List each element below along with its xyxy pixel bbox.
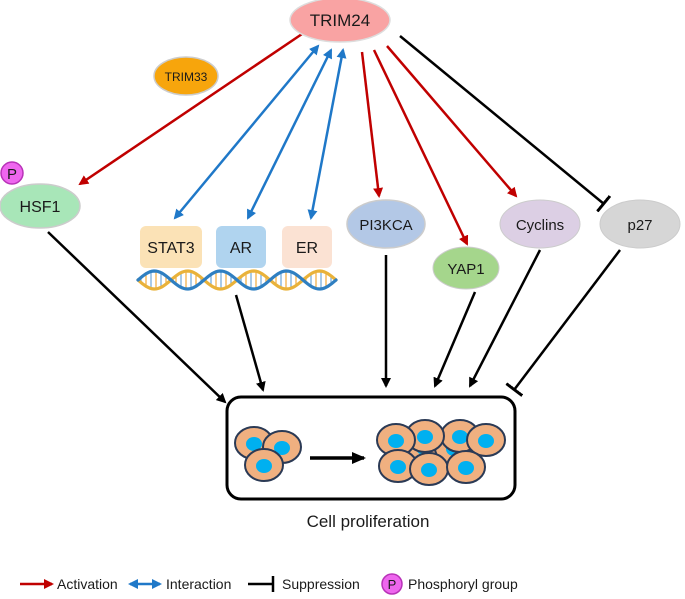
legend-item-activation: Activation [20, 576, 118, 592]
node-ar-shape [216, 226, 266, 268]
phosphoryl-badge [0, 161, 24, 185]
node-trim24[interactable]: TRIM24 [289, 0, 391, 43]
edge-trim24-p27 [399, 35, 612, 213]
edge-trim24-er [307, 48, 347, 220]
edge-cyclins-proliferation [468, 249, 542, 388]
cells-before-icon [234, 426, 302, 482]
cell-nucleus [246, 437, 262, 451]
cell-nucleus [390, 460, 406, 474]
cell-nucleus [256, 459, 272, 473]
node-trim33[interactable]: TRIM33 [153, 56, 219, 96]
legend-activation-label: Activation [57, 576, 118, 592]
dna-strand [136, 269, 338, 291]
phosphoryl-badge-label: P [7, 166, 17, 183]
legend-phosphoryl-icon [381, 573, 403, 595]
legend-suppression-label: Suppression [282, 576, 360, 592]
node-er-label: ER [296, 240, 318, 257]
node-ar[interactable]: AR [216, 226, 266, 268]
edge-ar-proliferation [234, 294, 266, 392]
node-pi3kca-shape [346, 199, 426, 249]
edges-to-proliferation [47, 231, 621, 404]
node-cyclins-shape [499, 199, 581, 249]
legend-item-phosphoryl: P Phosphoryl group [381, 573, 518, 595]
cell-icon [446, 450, 486, 484]
edge-trim24-pi3kca [360, 51, 384, 198]
edge-trim24-ar [246, 48, 333, 220]
node-trim24-shape [289, 0, 391, 43]
node-er-shape [282, 226, 332, 268]
legend-item-interaction: Interaction [128, 576, 231, 592]
node-hsf1-shape [0, 183, 81, 229]
cell-icon [466, 423, 506, 457]
node-er[interactable]: ER [282, 226, 332, 268]
dna-helix-icon [136, 269, 338, 291]
cell-nucleus [274, 441, 290, 455]
cells-after-icon [376, 419, 506, 486]
edge-yap1-proliferation [433, 291, 477, 388]
node-yap1[interactable]: YAP1 [432, 246, 500, 290]
node-pi3kca[interactable]: PI3KCA [346, 199, 426, 249]
edges-from-trim24 [78, 32, 612, 246]
node-trim33-label: TRIM33 [165, 70, 208, 84]
node-p27[interactable]: p27 [599, 199, 681, 249]
node-cyclins-label: Cyclins [516, 217, 564, 234]
node-cyclins[interactable]: Cyclins [499, 199, 581, 249]
edge-p27-proliferation [505, 249, 621, 397]
node-stat3-shape [140, 226, 202, 268]
cell-nucleus [452, 430, 468, 444]
cell-nucleus [417, 430, 433, 444]
cell-proliferation-panel[interactable]: Cell proliferation [225, 395, 517, 531]
cell-nucleus [478, 434, 494, 448]
cell-icon [405, 419, 445, 453]
legend-phosphoryl-symbol: P [388, 577, 397, 592]
cell-icon [376, 423, 416, 457]
cell-nucleus [388, 434, 404, 448]
node-yap1-shape [432, 246, 500, 290]
cell-nucleus [421, 463, 437, 477]
node-pi3kca-label: PI3KCA [359, 217, 412, 234]
node-p27-shape [599, 199, 681, 249]
node-ar-label: AR [230, 240, 252, 257]
legend: Activation Interaction Suppression P Pho… [20, 573, 518, 595]
node-p27-label: p27 [627, 217, 652, 234]
node-trim24-label: TRIM24 [310, 11, 370, 30]
edge-trim24-yap1 [372, 49, 469, 246]
node-yap1-label: YAP1 [447, 261, 484, 278]
node-stat3-label: STAT3 [147, 240, 195, 257]
cell-nucleus [458, 461, 474, 475]
cell-icon [244, 448, 284, 482]
node-stat3[interactable]: STAT3 [140, 226, 202, 268]
node-hsf1-label: HSF1 [20, 199, 61, 216]
cell-icon [409, 452, 449, 486]
legend-phosphoryl-label: Phosphoryl group [408, 576, 518, 592]
cell-proliferation-label: Cell proliferation [307, 512, 430, 531]
edge-trim24-cyclins [386, 45, 518, 198]
legend-item-suppression: Suppression [248, 576, 360, 592]
node-trim33-shape [153, 56, 219, 96]
legend-interaction-label: Interaction [166, 576, 231, 592]
node-hsf1[interactable]: HSF1 P [0, 161, 81, 229]
edge-hsf1-proliferation [47, 231, 227, 404]
